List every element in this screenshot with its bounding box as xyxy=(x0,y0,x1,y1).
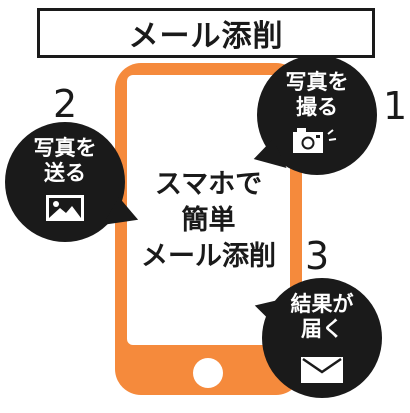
phone-caption-line: 簡単 xyxy=(181,205,236,236)
title-box: メール添削 xyxy=(37,8,375,58)
step-label: 撮る xyxy=(296,95,338,119)
camera-icon xyxy=(293,128,337,153)
step-number-1: 1 xyxy=(383,84,408,128)
step-bubble-2: 写真を 送る xyxy=(5,122,144,242)
phone-caption-line: スマホで xyxy=(154,169,263,200)
step-label: 結果が xyxy=(290,292,354,316)
phone-home-button xyxy=(193,358,223,388)
step-number-3: 3 xyxy=(305,234,330,278)
step-label: 写真を xyxy=(285,70,349,94)
step-bubble-3: 結果が 届く xyxy=(250,278,382,398)
step-label: 写真を xyxy=(33,136,97,160)
step-label: 送る xyxy=(44,161,86,185)
image-icon xyxy=(46,195,84,221)
step-label: 届く xyxy=(301,317,343,341)
step-bubble-1: 写真を 撮る xyxy=(249,55,377,179)
page-title: メール添削 xyxy=(128,19,284,54)
phone-caption: スマホで 簡単 メール添削 xyxy=(127,167,290,275)
phone-caption-line: メール添削 xyxy=(141,241,276,272)
step-number-2: 2 xyxy=(53,82,78,126)
envelope-icon xyxy=(301,357,343,383)
